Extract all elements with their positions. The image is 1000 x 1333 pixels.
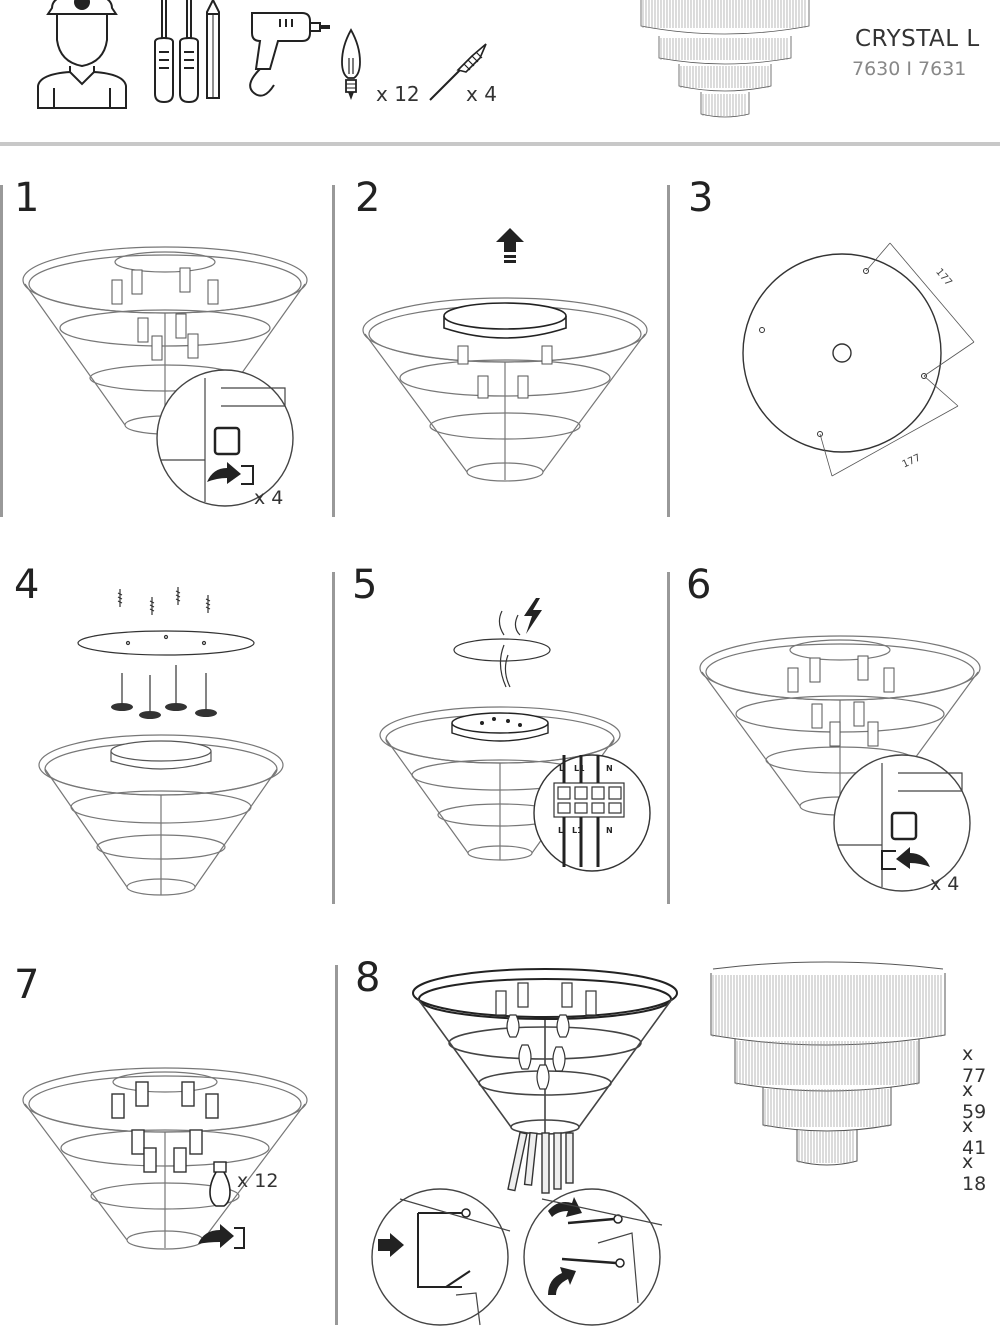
step-8-crystal-drawing (412, 968, 678, 1194)
worker-icon (37, 0, 127, 109)
step-5-wiring-drawing (379, 610, 651, 872)
step-number-8: 8 (355, 955, 381, 1001)
step-8-detail-right (523, 1188, 663, 1326)
step-6-detail-callout (833, 754, 971, 892)
wire-label: L (558, 826, 564, 835)
crystal-count: x 77 (962, 1043, 987, 1087)
screwdriver-icon (154, 0, 174, 104)
step-number-2: 2 (355, 175, 381, 221)
screwdriver-icon (179, 0, 199, 104)
drill-icon (249, 12, 330, 97)
step-1-detail-callout (156, 369, 294, 507)
step-number-6: 6 (686, 562, 712, 608)
lightning-icon (524, 598, 542, 634)
product-title: CRYSTAL L (855, 26, 980, 52)
step-3-ceiling-plate-drawing (742, 242, 975, 477)
step-number-1: 1 (14, 175, 40, 221)
step-divider (332, 572, 335, 904)
finished-chandelier-drawing (710, 961, 946, 1166)
step-7-quantity: x 12 (237, 1170, 279, 1192)
step-7-bulb-insert (198, 1161, 245, 1249)
bulb-quantity: x 12 (376, 82, 420, 106)
step-divider (332, 185, 335, 517)
step-number-7: 7 (14, 962, 40, 1008)
crystal-count: x 41 (962, 1115, 987, 1159)
step-4-mounting-drawing (38, 587, 284, 896)
crystal-count: x 18 (962, 1151, 987, 1195)
bulb-icon (341, 28, 361, 100)
wall-anchor-icon (429, 43, 487, 101)
step-6-quantity: x 4 (930, 873, 960, 895)
step-divider (667, 572, 670, 904)
header: x 12 x 4 CRYSTAL L 7630 I 7631 (0, 0, 1000, 145)
wire-label: L (559, 764, 565, 773)
step-number-4: 4 (14, 562, 40, 608)
step-8-detail-left (371, 1188, 511, 1326)
up-arrow-icon (496, 228, 524, 263)
model-codes: 7630 I 7631 (852, 58, 967, 80)
anchor-quantity: x 4 (466, 82, 497, 106)
chandelier-preview-icon (640, 0, 810, 118)
step-1-quantity: x 4 (254, 487, 284, 509)
step-divider (0, 185, 3, 517)
wire-label: L1 (574, 764, 585, 773)
step-number-5: 5 (352, 562, 378, 608)
wire-label: N (606, 826, 613, 835)
step-2-frame-drawing (362, 297, 648, 482)
crystal-count: x 59 (962, 1079, 987, 1123)
step-number-3: 3 (688, 175, 714, 221)
pencil-icon (206, 0, 220, 99)
wire-label: L1 (572, 826, 583, 835)
step-divider (335, 965, 338, 1325)
header-divider (0, 142, 1000, 146)
wire-label: N (606, 764, 613, 773)
step-7-frame-drawing (22, 1067, 308, 1250)
step-divider (667, 185, 670, 517)
